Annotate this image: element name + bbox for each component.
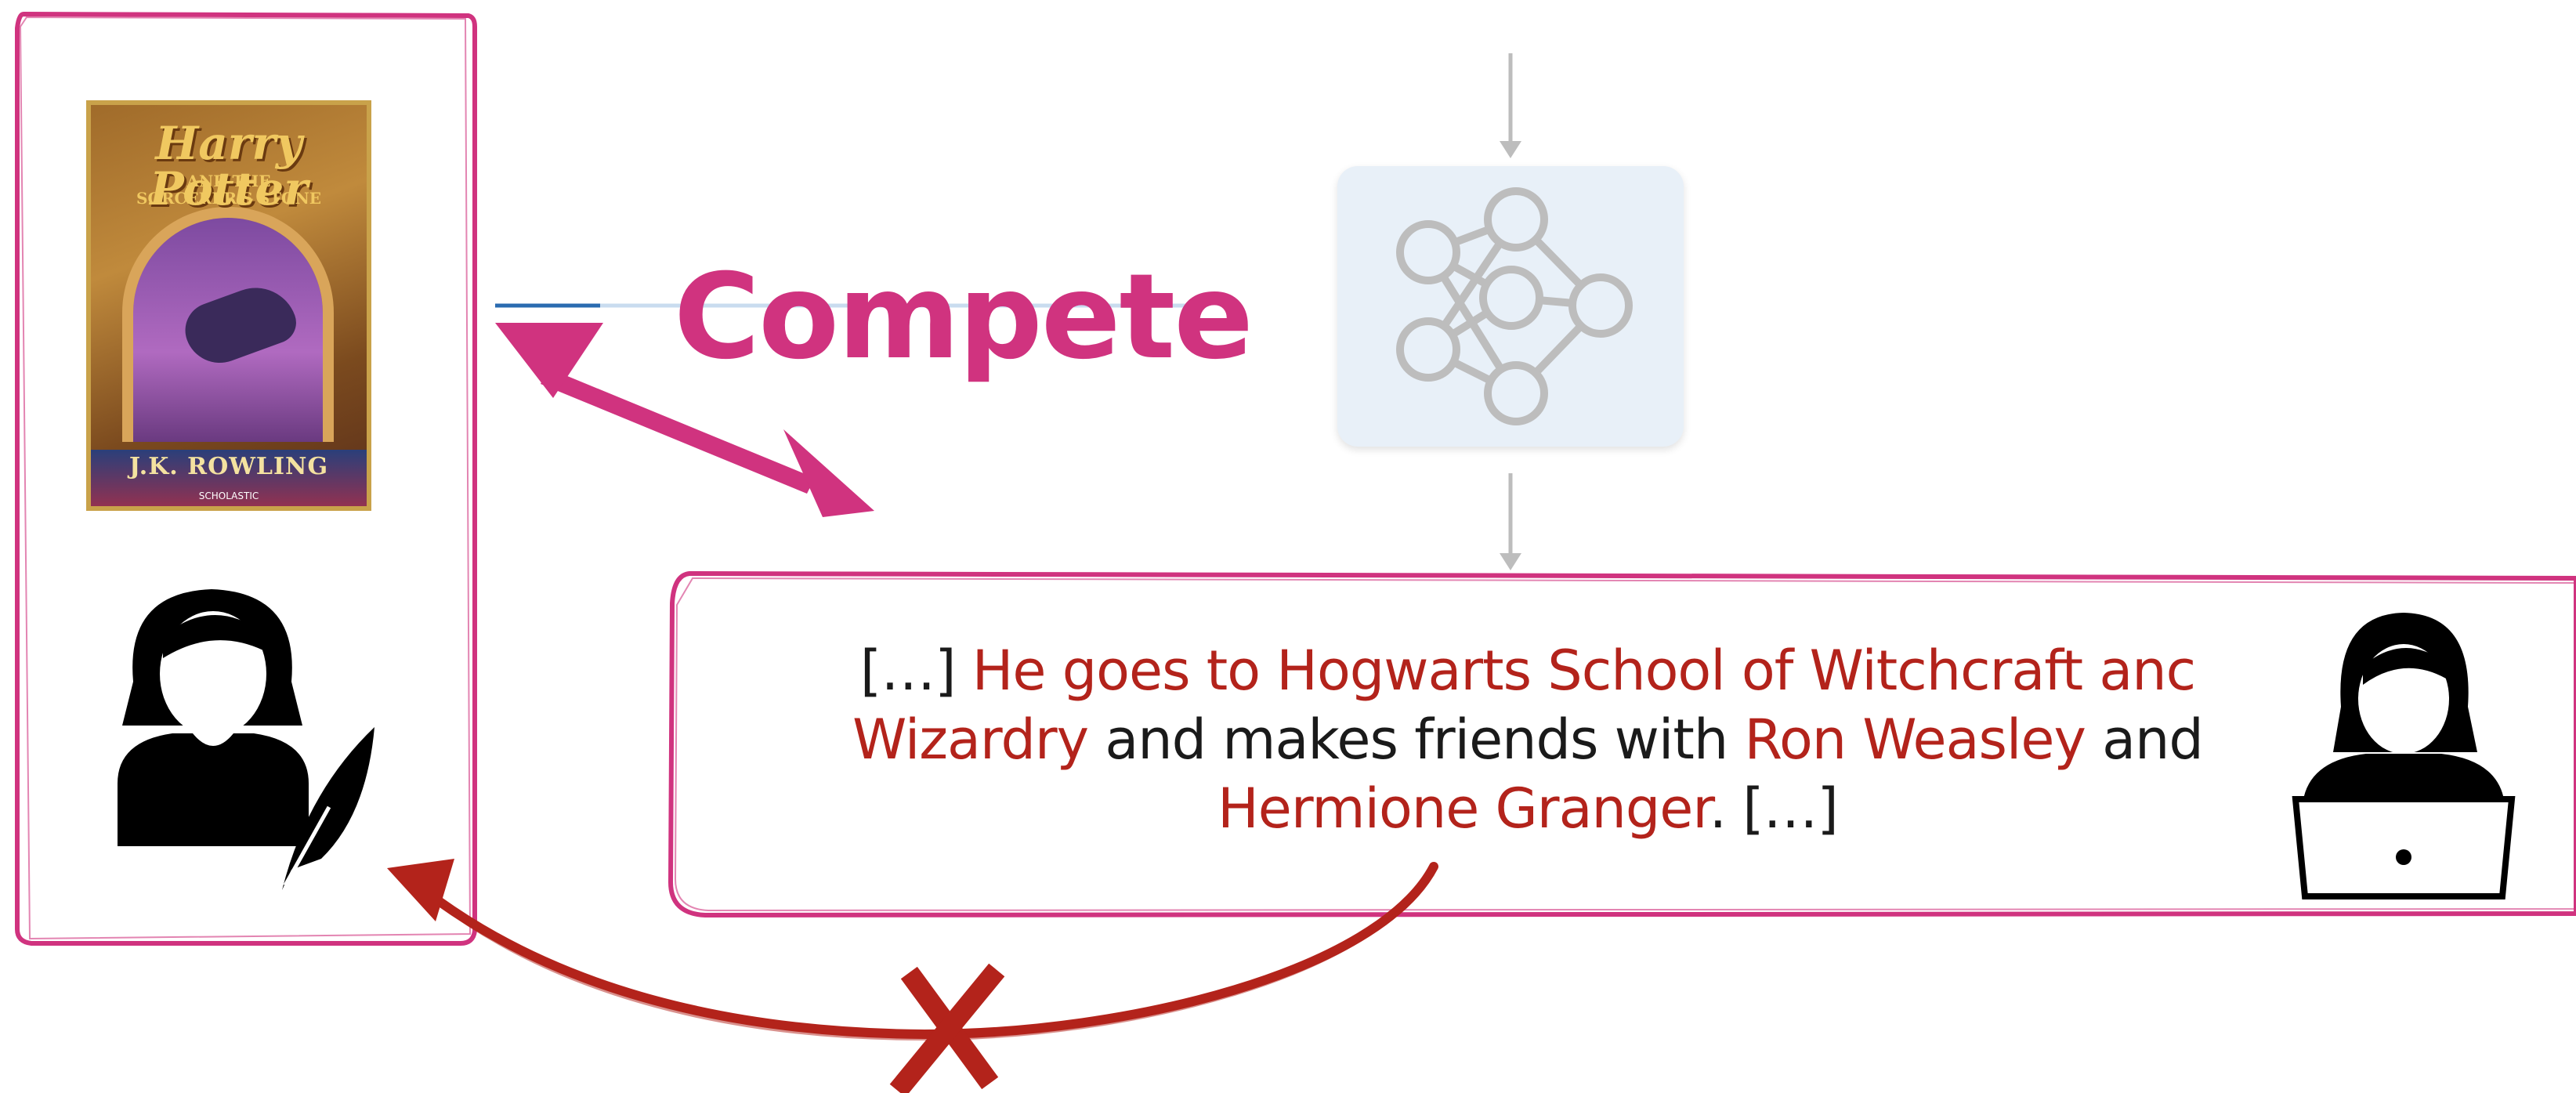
model-output-text: […] He goes to Hogwarts School of Witchc…: [783, 636, 2272, 843]
book-cover: Harry Potter AND THE SORCERER'S STONE J.…: [86, 100, 371, 511]
cross-icon: [889, 963, 1005, 1093]
copy-arrowhead: [387, 859, 454, 921]
copy-arrow: [434, 862, 1438, 1040]
book-subtitle: AND THE SORCERER'S STONE: [91, 172, 367, 207]
compete-label: Compete: [674, 249, 1254, 385]
plain-text-2: and: [2102, 708, 2204, 772]
neural-network-icon: [1396, 187, 1633, 425]
compete-arrow: [495, 323, 874, 517]
author-with-quill-icon: [118, 589, 374, 890]
ellipsis-open: […]: [859, 639, 957, 703]
highlight-hogwarts: He goes to Hogwarts School of Witchcraft…: [852, 639, 2196, 772]
model-box: [1337, 166, 1684, 447]
book-author: J.K. ROWLING: [128, 453, 329, 480]
highlight-ron: Ron Weasley: [1744, 708, 2086, 772]
output-box-border: [668, 571, 2576, 917]
user-with-laptop-icon: [2292, 613, 2516, 899]
book-subtitle-line2: SORCERER'S STONE: [136, 189, 321, 208]
ellipsis-close: . […]: [1709, 776, 1839, 841]
book-publisher: SCHOLASTIC: [198, 490, 259, 501]
plain-text-1: and makes friends with: [1105, 708, 1728, 772]
book-author-bar: [91, 450, 367, 506]
highlight-hermione: Hermione Granger: [1217, 776, 1710, 841]
book-subtitle-line1: AND THE: [186, 172, 271, 190]
book-title: Harry Potter: [150, 117, 308, 215]
author-panel-border: [15, 12, 477, 946]
